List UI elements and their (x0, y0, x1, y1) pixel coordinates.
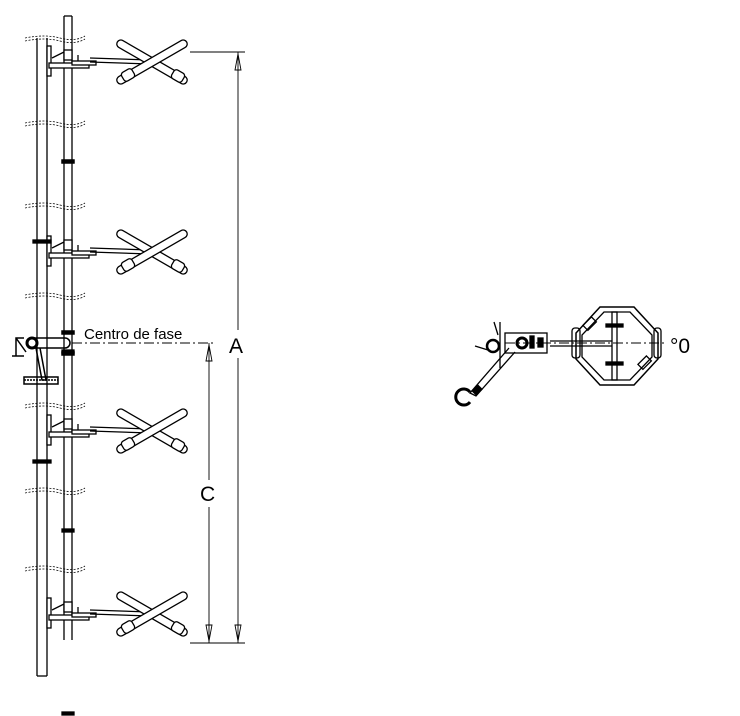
phase-center-mount (12, 330, 75, 385)
clamp-block (63, 239, 73, 251)
insulator (120, 68, 136, 82)
mast-band (61, 159, 75, 164)
bracket-plate (71, 250, 97, 256)
bracket-plate (71, 429, 97, 435)
clamp (46, 597, 52, 629)
insulator (120, 258, 136, 272)
break-line (24, 405, 86, 410)
break-line (24, 402, 86, 407)
break-line (24, 202, 86, 207)
break-line (24, 568, 86, 573)
mast-band (32, 239, 52, 244)
break-line (24, 205, 86, 210)
dipole-bay (46, 408, 188, 533)
dipole-bay (46, 39, 188, 164)
break-line (24, 487, 86, 492)
break-line (24, 490, 86, 495)
dipole-bay (46, 591, 188, 716)
phase-center-label: Centro de fase (84, 326, 182, 343)
clamp (46, 235, 52, 267)
dimension-a-label: A (229, 335, 243, 358)
mast-band (61, 528, 75, 533)
break-lines (24, 35, 86, 573)
break-line (24, 120, 86, 125)
clamp-block (63, 49, 73, 61)
clamp (46, 45, 52, 77)
break-line (24, 565, 86, 570)
insulator (120, 620, 136, 634)
break-line (24, 292, 86, 297)
dipole-group (32, 39, 188, 716)
bracket-plate (71, 60, 97, 66)
angle-label: °0 (670, 335, 690, 358)
clamp-block (63, 601, 73, 613)
mast (36, 15, 73, 677)
break-line (24, 38, 86, 43)
mast-band (32, 459, 52, 464)
mast-band (61, 711, 75, 716)
insulator (170, 621, 186, 635)
dimension-lines (72, 51, 245, 644)
dimension-c-label: C (200, 483, 215, 506)
break-line (24, 123, 86, 128)
bracket-plate (71, 612, 97, 618)
clamp (46, 414, 52, 446)
top-view (454, 306, 665, 407)
break-line (24, 295, 86, 300)
insulator (170, 259, 186, 273)
insulator (170, 69, 186, 83)
insulator (170, 438, 186, 452)
clamp-block (63, 418, 73, 430)
break-line (24, 35, 86, 40)
insulator (120, 437, 136, 451)
